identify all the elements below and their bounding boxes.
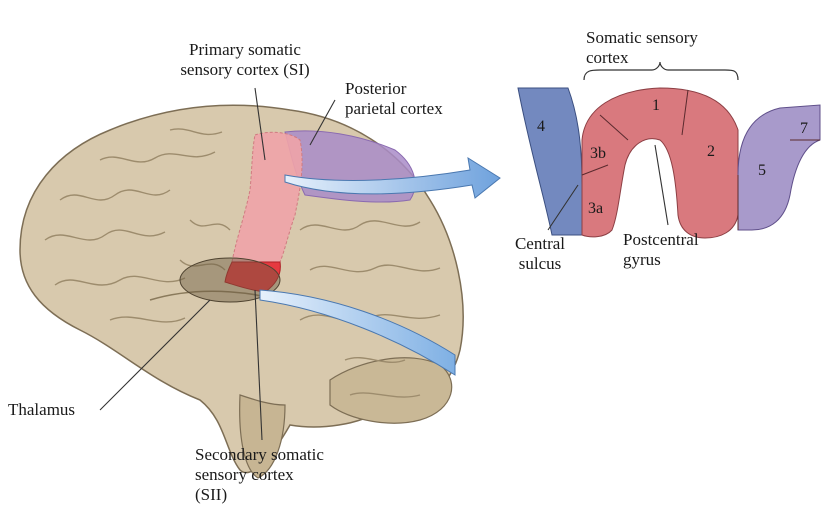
label-central-line1: Central bbox=[514, 234, 566, 253]
leader-lines bbox=[99, 87, 669, 441]
label-somatic-line2: cortex bbox=[586, 48, 629, 67]
area-5-7-region bbox=[737, 104, 821, 231]
label-somatic-sensory: Somatic sensory cortex bbox=[586, 28, 698, 68]
area-3a-label: 3a bbox=[588, 200, 604, 217]
label-postcentral-line2: gyrus bbox=[623, 250, 661, 269]
label-central-line2: sulcus bbox=[518, 254, 562, 273]
label-primary-si-line2: sensory cortex (SI) bbox=[180, 60, 310, 79]
label-posterior-line1: Posterior bbox=[345, 79, 407, 98]
label-secondary-line3: (SII) bbox=[195, 485, 228, 504]
label-posterior-line2: parietal cortex bbox=[345, 99, 443, 118]
somatic-region bbox=[581, 87, 739, 239]
secondary-sii-region bbox=[224, 261, 281, 293]
upper-arrow bbox=[284, 156, 501, 199]
label-secondary-line2: sensory cortex bbox=[195, 465, 294, 484]
lower-arrow bbox=[259, 289, 456, 376]
area-4-region bbox=[517, 87, 583, 236]
label-secondary-sii: Secondary somatic sensory cortex (SII) bbox=[195, 445, 324, 505]
area-4-label: 4 bbox=[537, 118, 545, 135]
label-thalamus: Thalamus bbox=[8, 400, 76, 419]
label-postcentral-line1: Postcentral bbox=[623, 230, 699, 249]
label-central-sulcus: Central sulcus bbox=[505, 234, 575, 274]
label-posterior-parietal: Posterior parietal cortex bbox=[345, 79, 443, 119]
cerebellum bbox=[329, 357, 453, 424]
label-primary-si: Primary somatic sensory cortex (SI) bbox=[160, 40, 330, 80]
label-postcentral-gyrus: Postcentral gyrus bbox=[623, 230, 699, 270]
area-1-label: 1 bbox=[652, 97, 660, 114]
label-primary-si-line1: Primary somatic bbox=[189, 40, 301, 59]
cortex-cross-section bbox=[517, 61, 821, 239]
area-7-label: 7 bbox=[800, 120, 808, 137]
area-5-label: 5 bbox=[758, 162, 766, 179]
somatic-bracket bbox=[583, 61, 739, 81]
label-secondary-line1: Secondary somatic bbox=[195, 445, 324, 464]
area-3b-label: 3b bbox=[590, 145, 606, 162]
primary-si-region bbox=[231, 131, 303, 263]
label-somatic-line1: Somatic sensory bbox=[586, 28, 698, 47]
area-2-label: 2 bbox=[707, 143, 715, 160]
